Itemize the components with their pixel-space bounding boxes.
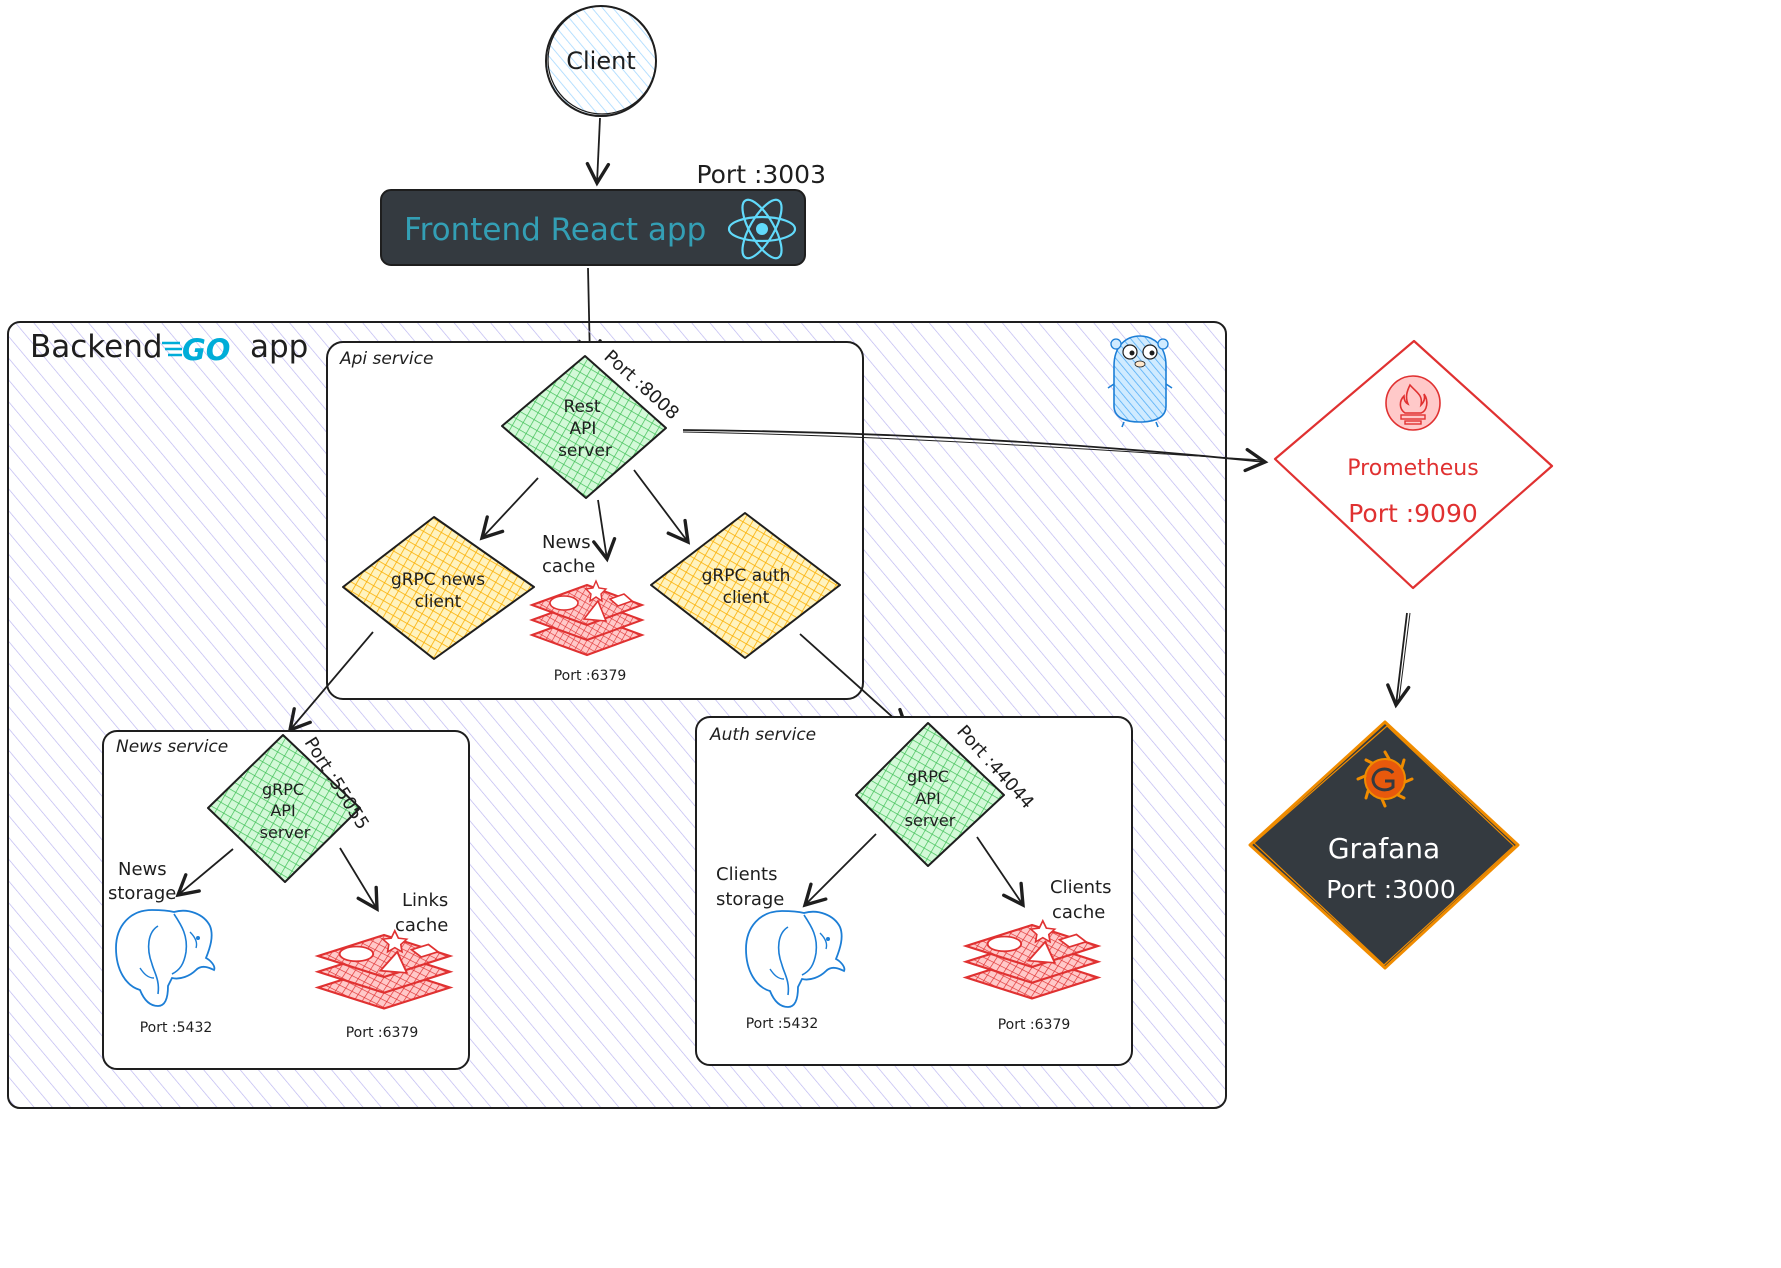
grpc-auth-client-line2: client <box>723 588 770 608</box>
prometheus-port: Port :9090 <box>1348 499 1478 528</box>
arrow-client-frontend <box>585 117 611 187</box>
client-label: Client <box>566 47 635 75</box>
go-logo-icon: GO <box>162 333 230 367</box>
api-service-title: Api service <box>339 349 433 369</box>
arrow-rest-authclient <box>633 469 691 545</box>
go-logo-text: GO <box>182 333 230 367</box>
grpc-news-client-line1: gRPC news <box>391 570 485 590</box>
clients-storage-line1: Clients <box>716 864 778 885</box>
grpc-auth-client-line1: gRPC auth <box>702 566 791 586</box>
auth-grpc-api-server[interactable]: gRPC API server <box>855 722 1005 867</box>
news-cache-line2: cache <box>542 556 595 577</box>
arrow-newsclient-newsservice <box>287 631 374 733</box>
links-cache-line2: cache <box>395 915 448 936</box>
news-storage-port: Port :5432 <box>140 1020 213 1036</box>
gopher-icon <box>1107 335 1173 428</box>
auth-grpc-line3: server <box>905 811 956 830</box>
backend-app-word: app <box>250 329 308 365</box>
clients-cache-port: Port :6379 <box>998 1017 1071 1033</box>
auth-service-title: Auth service <box>709 725 816 745</box>
news-storage-line2: storage <box>108 883 176 904</box>
arrow-authgrpc-cache <box>976 836 1025 908</box>
news-cache-line1: News <box>542 532 591 553</box>
news-grpc-line3: server <box>260 823 311 842</box>
arrow-authgrpc-storage <box>802 833 877 908</box>
prometheus-node[interactable]: Prometheus Port :9090 <box>1273 339 1554 590</box>
grafana-port: Port :3000 <box>1326 875 1456 904</box>
news-storage-line1: News <box>118 859 167 880</box>
grafana-label: Grafana <box>1328 832 1440 865</box>
rest-server-line3: server <box>558 441 612 461</box>
arrow-newsgrpc-storage <box>175 848 234 898</box>
news-grpc-line2: API <box>270 801 295 820</box>
rest-api-server[interactable]: Rest API server <box>501 355 667 499</box>
rest-server-line1: Rest <box>563 397 600 417</box>
clients-storage-line2: storage <box>716 889 784 910</box>
arrow-authclient-authservice <box>799 633 910 733</box>
news-grpc-line1: gRPC <box>262 780 304 799</box>
grafana-icon <box>1356 750 1414 808</box>
arrow-newsgrpc-cache <box>339 847 379 912</box>
arrow-rest-prometheus <box>682 429 1269 473</box>
clients-cache-line2: cache <box>1052 902 1105 923</box>
news-grpc-api-server[interactable]: gRPC API server <box>207 734 361 883</box>
clients-cache-line1: Clients <box>1050 877 1112 898</box>
auth-grpc-line2: API <box>915 789 940 808</box>
auth-grpc-line1: gRPC <box>907 767 949 786</box>
arrow-prometheus-grafana <box>1386 612 1411 709</box>
grpc-news-client-line2: client <box>415 592 462 612</box>
react-icon <box>727 198 797 260</box>
client-node[interactable]: Client <box>545 5 657 117</box>
news-service-title: News service <box>116 737 228 757</box>
arrow-rest-newsclient <box>479 477 539 541</box>
links-cache-line1: Links <box>402 890 448 911</box>
grafana-node[interactable]: Grafana Port :3000 <box>1248 720 1520 970</box>
news-cache-port: Port :6379 <box>554 668 627 684</box>
frontend-port: Port :3003 <box>696 160 826 189</box>
backend-label: Backend <box>30 329 163 365</box>
arrow-rest-newscache <box>592 499 617 563</box>
frontend-react-app[interactable]: Frontend React app <box>380 189 806 266</box>
rest-server-line2: API <box>570 419 597 439</box>
grpc-news-client[interactable]: gRPC news client <box>342 516 535 660</box>
links-cache-port: Port :6379 <box>346 1025 419 1041</box>
prometheus-icon <box>1385 375 1441 431</box>
prometheus-label: Prometheus <box>1347 456 1478 481</box>
frontend-label: Frontend React app <box>404 212 706 248</box>
grpc-auth-client[interactable]: gRPC auth client <box>650 512 841 659</box>
clients-storage-port: Port :5432 <box>746 1016 819 1032</box>
